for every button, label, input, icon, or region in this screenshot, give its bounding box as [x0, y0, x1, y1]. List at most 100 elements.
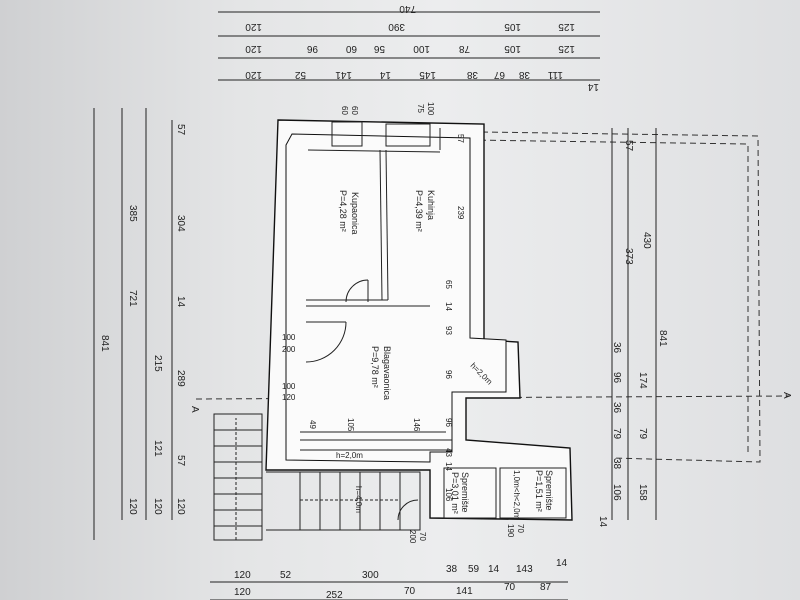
dim-top-row3-1: 120 — [245, 43, 262, 54]
dim-left-120b: 120 — [152, 498, 163, 515]
dim-bottom-row2-6: 87 — [540, 582, 552, 593]
room-name-kupaonica: Kupaonica — [350, 192, 360, 235]
dim-bottom-row1-1: 120 — [234, 570, 251, 581]
dim-bottom-row1-6: 14 — [488, 564, 500, 575]
dim-top-row4-9: 111 — [547, 69, 563, 80]
dim-right-106: 106 — [611, 484, 622, 501]
room-area-kupaonica: P=4,28 m² — [338, 190, 348, 232]
dim-right-38: 38 — [611, 458, 622, 470]
doors — [305, 279, 419, 521]
dim-top-row3-8: 125 — [558, 43, 575, 54]
dim-bottom-row2-3: 70 — [404, 586, 416, 597]
dim-right-373: 373 — [623, 248, 634, 265]
dim-left-304: 304 — [175, 215, 186, 232]
dim-bottom-row1-2: 52 — [280, 570, 292, 581]
dim-left-100a: 100 — [282, 333, 296, 342]
dim-window-60b: 60 — [340, 106, 349, 115]
dim-top-row4-2: 52 — [294, 69, 306, 80]
right-dimension-chains: 430 841 57 373 36 174 36 79 38 158 96 79… — [597, 128, 668, 528]
dim-top-row4-5: 145 — [419, 69, 436, 80]
dim-bottom-row2-4: 141 — [456, 586, 473, 597]
dim-bottom-row1-5: 59 — [468, 564, 480, 575]
dim-right-158: 158 — [637, 484, 648, 501]
dim-right-96: 96 — [611, 372, 622, 384]
dim-96a: 96 — [444, 370, 453, 379]
dim-window-75: 75 — [416, 104, 425, 113]
dim-left-289: 289 — [175, 370, 186, 387]
room-labels: Kupaonica P=4,28 m² Kuhinja P=4,39 m² Bl… — [336, 190, 554, 520]
dim-43: 43 — [444, 448, 453, 457]
dim-left-120a: 120 — [127, 498, 138, 515]
dim-right-57: 57 — [623, 140, 634, 152]
dim-top-row3-2: 96 — [306, 43, 318, 54]
dim-bottom-row2-2: 252 — [326, 590, 343, 600]
section-marker-right: A — [781, 392, 792, 399]
dim-left-215: 215 — [152, 355, 163, 372]
dim-top-row3-5: 100 — [413, 43, 430, 54]
dim-14: 14 — [444, 302, 453, 311]
dim-right-36b: 36 — [611, 402, 622, 414]
dim-top-row4-10: 14 — [587, 81, 599, 92]
staircase — [213, 413, 421, 541]
dim-door-70a: 70 — [418, 532, 427, 541]
interior-dimensions: 60 60 100 75 57 239 65 14 93 96 96 43 14… — [282, 102, 525, 544]
section-marker-left: A — [189, 406, 200, 413]
dim-top-row3-3: 60 — [345, 43, 357, 54]
dim-left-14: 14 — [175, 296, 186, 308]
dim-bottom-row1-3: 300 — [362, 570, 379, 581]
room-name-spremiste-1: Spremište — [460, 472, 470, 513]
dim-106: 106 — [444, 488, 453, 502]
dim-left-120: 120 — [282, 393, 296, 402]
room-name-blagavaonica: Blagavaonica — [382, 346, 392, 400]
dim-window-60a: 60 — [350, 106, 359, 115]
room-area-kuhinja: P=4,39 m² — [414, 190, 424, 232]
dim-bottom-row1-8: 14 — [556, 558, 568, 569]
room-area-spremiste-2: P=1,51 m² — [534, 470, 544, 512]
room-area-blagavaonica: P=9,78 m² — [370, 346, 380, 388]
dim-right-79b: 79 — [611, 428, 622, 440]
dim-bottom-row2-5: 70 — [504, 582, 516, 593]
dim-right-36a: 36 — [611, 342, 622, 354]
building-walls — [265, 119, 573, 521]
dim-left-100b: 100 — [282, 382, 296, 391]
dim-door-190: 190 — [506, 524, 515, 538]
dim-left-385: 385 — [127, 205, 138, 222]
dim-window-100: 100 — [426, 102, 435, 116]
dim-right-841: 841 — [657, 330, 668, 347]
room-name-spremiste-2: Spremište — [544, 470, 554, 511]
dim-top-row2-2: 390 — [388, 21, 405, 32]
bottom-dimension-chains: 120 52 300 38 59 14 143 14 120 252 70 14… — [210, 558, 568, 600]
dim-93: 93 — [444, 326, 453, 335]
dim-top-row2-1: 120 — [245, 21, 262, 32]
dim-left-57a: 57 — [175, 124, 186, 136]
dim-left-121: 121 — [152, 440, 163, 457]
dim-bottom-49: 49 — [308, 420, 317, 429]
dim-top-row4-4: 14 — [379, 69, 391, 80]
dim-14b: 14 — [444, 462, 453, 471]
dim-left-120c: 120 — [175, 498, 186, 515]
dim-right-430: 430 — [641, 232, 652, 249]
dim-top-row4-7: 67 — [493, 69, 505, 80]
storage-height-note: 1,0m<h<2,0m — [512, 470, 521, 520]
dim-left-200: 200 — [282, 345, 296, 354]
dim-corner-57: 57 — [456, 134, 465, 143]
dim-top-740: 740 — [399, 3, 416, 14]
top-dimension-chains: 740 120 390 105 125 120 96 60 56 100 78 … — [218, 3, 600, 92]
dim-left-721: 721 — [127, 290, 138, 307]
dim-kitchen-239: 239 — [456, 206, 465, 220]
dim-bottom-146: 146 — [412, 418, 421, 432]
room-area-spremiste-1: P=3,01 m² — [450, 472, 460, 514]
dim-left-841: 841 — [99, 335, 110, 352]
left-dimension-chains: 841 385 721 120 215 121 120 57 304 14 28… — [93, 108, 186, 540]
dim-right-14: 14 — [597, 516, 608, 528]
dim-96b: 96 — [444, 418, 453, 427]
stair-label-lower: h=4,0m — [354, 486, 363, 513]
dim-left-57b: 57 — [175, 455, 186, 467]
dim-bottom-row1-4: 38 — [446, 564, 458, 575]
dim-65: 65 — [444, 280, 453, 289]
stair-label-bottom: h=2,0m — [336, 451, 363, 460]
dim-bottom-row2-1: 120 — [234, 587, 251, 598]
dim-top-row2-4: 125 — [558, 21, 575, 32]
dim-door-70b: 70 — [516, 524, 525, 533]
